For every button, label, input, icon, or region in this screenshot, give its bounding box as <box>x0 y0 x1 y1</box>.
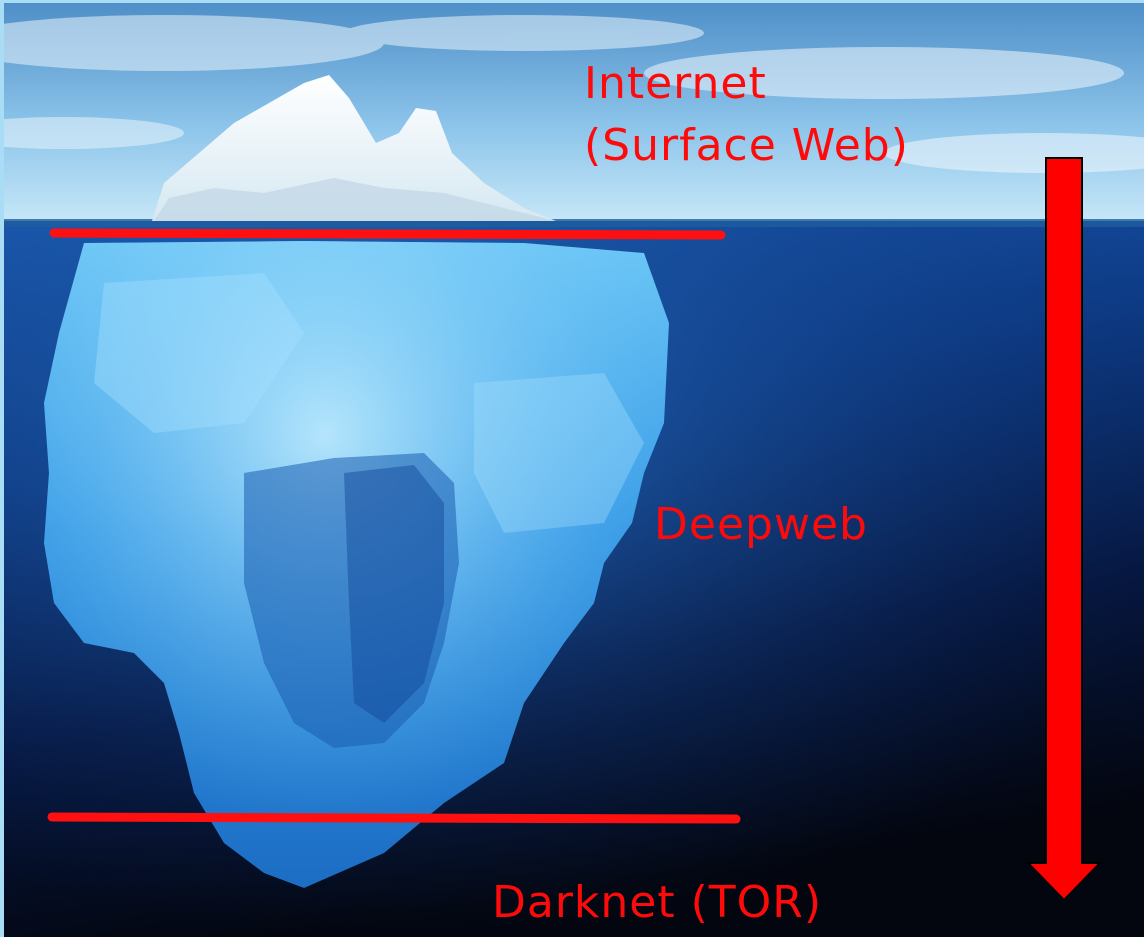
iceberg-tip <box>152 75 556 221</box>
internet-label: Internet <box>584 58 767 109</box>
darknet-label: Darknet (TOR) <box>492 877 823 928</box>
deepweb-label: Deepweb <box>654 499 868 550</box>
darknet-line <box>47 812 741 824</box>
iceberg-scene <box>4 3 1144 937</box>
clouds <box>4 15 1144 173</box>
surface-web-label: (Surface Web) <box>584 120 909 171</box>
down-arrow-icon <box>1025 157 1103 902</box>
water-surface <box>4 219 1144 227</box>
surface-line <box>49 228 726 240</box>
